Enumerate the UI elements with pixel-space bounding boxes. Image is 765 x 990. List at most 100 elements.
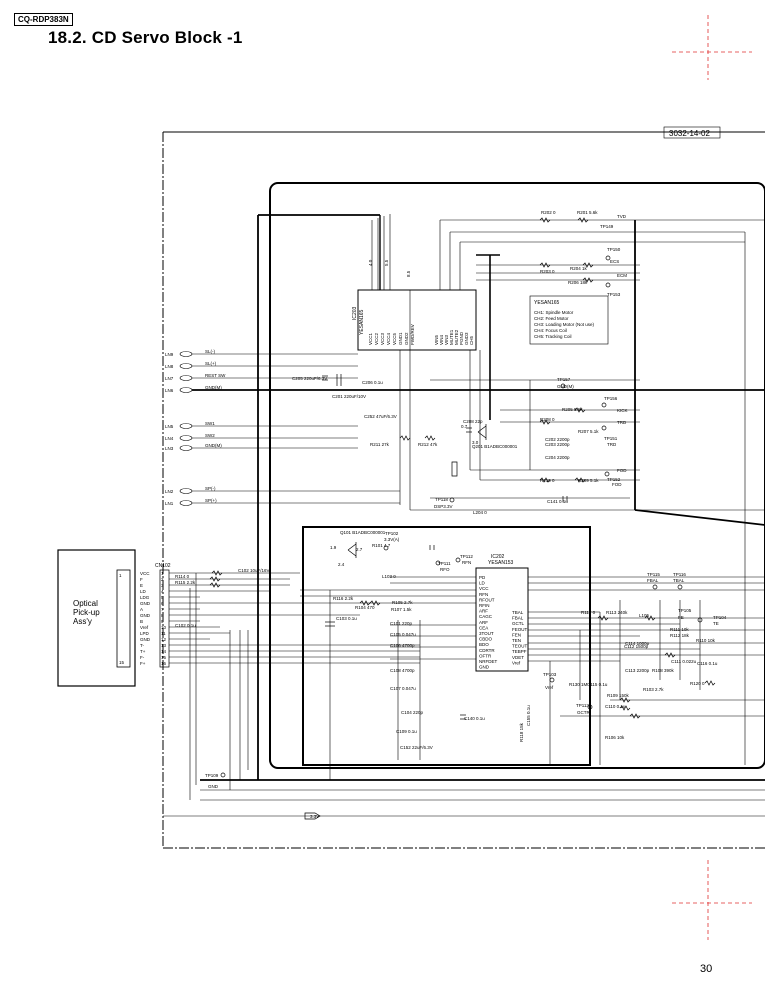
- pickup-block: Optical Pick-up Ass'y 1 15: [57, 549, 136, 687]
- ic203-pin-right: VIN4: [439, 334, 444, 345]
- ic202-pin-left: NRFDET: [479, 659, 497, 664]
- cn102-pin-number: 4: [161, 589, 164, 594]
- ic202-pin-left: CBDO: [479, 637, 493, 642]
- test-point-id: TP102: [385, 531, 399, 536]
- ic202-pin-left: GND: [479, 665, 490, 670]
- ic202-pin-right: FEN: [512, 632, 521, 637]
- cn102-pin-label: LPD: [140, 631, 150, 636]
- ic202-pin-left: BDO: [479, 642, 489, 647]
- test-point-id: TP103: [543, 672, 557, 677]
- cn102-pin-number: 6: [161, 601, 164, 606]
- component-label: R208 0: [540, 417, 555, 422]
- test-point-id: TP113: [576, 703, 589, 708]
- component-label: R114 0: [175, 574, 190, 579]
- cn102-pin-number: 10: [161, 625, 167, 630]
- right-signal-name: TRD: [607, 442, 617, 447]
- legend-ch5: CH5: Tracking Coil: [534, 334, 572, 339]
- component-label: Q201 B1ADBC000001: [472, 444, 518, 449]
- legend-ch3: CH3: Loading Motor (Not use): [534, 322, 595, 327]
- test-point-name: RFN: [462, 560, 471, 565]
- component-label: C104 220p: [401, 710, 424, 715]
- test-point-id: TP156: [604, 396, 618, 401]
- component-label: C208 22p: [463, 419, 483, 424]
- ic202-pin-left: RFOUT: [479, 597, 495, 602]
- cn102-pin-label: GND: [140, 613, 151, 618]
- test-point-name: RFO: [440, 567, 450, 572]
- ic203-pin-right: CH5: [469, 336, 474, 345]
- ic202-pin-left: PD: [479, 575, 486, 580]
- component-label: C201 220uF/10V: [332, 394, 366, 399]
- component-label: C103 0.1u: [336, 616, 357, 621]
- cn102-pin-number: 1: [161, 571, 164, 576]
- test-point-name: 3.3V(A): [384, 537, 400, 542]
- component-label: R130 1M: [569, 682, 588, 687]
- test-point-id: TP153: [607, 292, 621, 297]
- cn102-pin-number: 9: [161, 619, 164, 624]
- wiring: [163, 214, 765, 817]
- legend-title: YESAN165: [534, 300, 560, 306]
- voltage-label: 5.5: [384, 259, 389, 266]
- section-title: 18.2. CD Servo Block -1: [48, 28, 243, 47]
- cn102-pin-number: 16: [161, 661, 167, 666]
- model-tag: CQ-RDP383N: [14, 13, 73, 26]
- component-label: C252 47uF/6.3V: [364, 414, 397, 419]
- ic202-pin-right: TEOUT: [512, 644, 528, 649]
- cn102-pin-label: F-: [140, 655, 145, 660]
- component-label: L204 0: [473, 510, 487, 515]
- cn102-pin-label: B: [140, 619, 143, 624]
- right-signal-name: TRD: [617, 420, 627, 425]
- component-label: R101 4.7: [372, 543, 391, 548]
- ic202-pin-left: OFTR: [479, 653, 492, 658]
- component-label: C102 0.1u: [175, 623, 196, 628]
- cn102-pin-label: LD: [140, 589, 147, 594]
- component-label: R105 2.7k: [392, 600, 413, 605]
- voltage-label: 3.3V: [310, 814, 319, 819]
- left-signal-name: SL(-): [205, 349, 216, 354]
- voltage-label: 1.9: [330, 545, 337, 550]
- pickup-pin-start: 1: [119, 573, 122, 578]
- left-net-name: LN4: [165, 436, 174, 441]
- test-point-id: TP112: [460, 554, 473, 559]
- cn102-pin-label: F+: [140, 661, 146, 666]
- ic202-pin-right: FEOUT: [512, 627, 528, 632]
- left-net-name: LN9: [165, 352, 174, 357]
- dsp-ic-block: IC202 YESAN153 PDLDVCCRFNRFOUTRFINARFCAG…: [475, 554, 529, 672]
- ic202-pin-left: RFIN: [479, 603, 490, 608]
- pickup-pin-end: 15: [119, 660, 125, 665]
- left-signal-name: REST SW: [205, 373, 226, 378]
- component-label: C114 1000p: [625, 641, 650, 646]
- right-signal-name: FOD: [612, 482, 622, 487]
- left-signal-name: SL(+): [205, 361, 217, 366]
- component-label: C107 0.047u: [390, 686, 416, 691]
- right-signal-name: ECM: [617, 273, 627, 278]
- ic202-pin-left: ARF: [479, 609, 488, 614]
- cn102-pin-label: LDG: [140, 595, 150, 600]
- component-label: C111 0.022u: [671, 659, 697, 664]
- right-signal-name: KICK: [617, 408, 628, 413]
- component-label: R115 2.2k: [175, 580, 196, 585]
- frame: [162, 131, 765, 849]
- component-label: C106 4700p: [390, 643, 415, 648]
- left-net-name: LN3: [165, 446, 174, 451]
- component-label: C202 2200p: [545, 437, 570, 442]
- component-label: C101 220p: [390, 621, 413, 626]
- component-label: C141 0.1u: [547, 499, 568, 504]
- voltage-label: 2.7: [356, 547, 363, 552]
- ic203-pin-right: MUTE2: [454, 329, 459, 345]
- left-signal-name: SP(-): [205, 486, 216, 491]
- cn102-pin-label: E: [140, 583, 143, 588]
- ic203-pin-left: VCC5: [392, 332, 397, 345]
- cn102-pin-number: 14: [161, 649, 167, 654]
- component-symbols: [209, 217, 716, 820]
- ic203-pin-left: VCC1: [368, 332, 373, 345]
- voltage-label: 8.5: [406, 270, 411, 277]
- component-label: R207 5.1k: [578, 429, 599, 434]
- net-connector-symbol: [179, 363, 193, 369]
- right-signal-name: TVD: [617, 214, 627, 219]
- left-net-name: LN1: [165, 501, 174, 506]
- ic202-pin-left: CDRTR: [479, 648, 495, 653]
- test-point-id: TP118: [435, 497, 448, 502]
